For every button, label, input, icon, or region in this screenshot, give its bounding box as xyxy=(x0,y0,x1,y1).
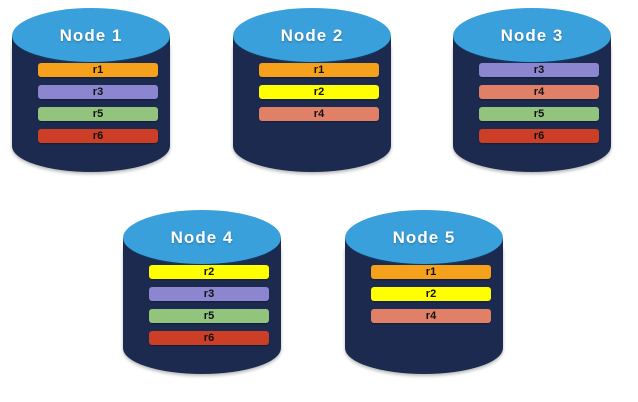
shard-label: r5 xyxy=(92,107,104,120)
shard-bar[interactable]: r6 xyxy=(38,129,158,143)
shard-bar[interactable]: r4 xyxy=(479,85,599,99)
node-cylinder-top xyxy=(453,8,611,64)
shard-bar[interactable]: r2 xyxy=(371,287,491,301)
shard-label: r2 xyxy=(203,265,215,278)
shard-label: r5 xyxy=(203,309,215,322)
node-label: Node 1 xyxy=(59,26,123,45)
shard-label: r6 xyxy=(203,331,215,344)
shard-list: r1 r2 r4 xyxy=(371,265,491,323)
shard-bar[interactable]: r1 xyxy=(371,265,491,279)
database-node-4[interactable]: Node 4 r2 r3 r5 r6 xyxy=(123,210,281,388)
shard-list: r1 r2 r4 xyxy=(259,63,379,121)
database-node-5[interactable]: Node 5 r1 r2 r4 xyxy=(345,210,503,388)
shard-label: r6 xyxy=(92,129,104,142)
shard-bar[interactable]: r3 xyxy=(479,63,599,77)
shard-label: r4 xyxy=(425,309,437,322)
shard-bar[interactable]: r3 xyxy=(149,287,269,301)
shard-bar[interactable]: r6 xyxy=(479,129,599,143)
shard-bar[interactable]: r2 xyxy=(259,85,379,99)
node-label: Node 5 xyxy=(392,228,456,247)
database-node-2[interactable]: Node 2 r1 r2 r4 xyxy=(233,8,391,186)
node-cylinder-top xyxy=(12,8,170,64)
shard-bar[interactable]: r1 xyxy=(259,63,379,77)
shard-label: r1 xyxy=(313,63,325,76)
shard-bar[interactable]: r5 xyxy=(479,107,599,121)
node-cylinder-top xyxy=(233,8,391,64)
shard-list: r2 r3 r5 r6 xyxy=(149,265,269,345)
shard-label: r3 xyxy=(92,85,104,98)
shard-label: r5 xyxy=(533,107,545,120)
shard-list: r3 r4 r5 r6 xyxy=(479,63,599,143)
shard-label: r4 xyxy=(533,85,545,98)
shard-bar[interactable]: r4 xyxy=(259,107,379,121)
shard-bar[interactable]: r5 xyxy=(149,309,269,323)
shard-bar[interactable]: r6 xyxy=(149,331,269,345)
node-label: Node 2 xyxy=(280,26,344,45)
shard-label: r4 xyxy=(313,107,325,120)
database-node-3[interactable]: Node 3 r3 r4 r5 r6 xyxy=(453,8,611,186)
shard-bar[interactable]: r1 xyxy=(38,63,158,77)
shard-bar[interactable]: r3 xyxy=(38,85,158,99)
database-node-1[interactable]: Node 1 r1 r3 r5 r6 xyxy=(12,8,170,186)
shard-label: r2 xyxy=(425,287,437,300)
shard-label: r3 xyxy=(203,287,215,300)
shard-list: r1 r3 r5 r6 xyxy=(38,63,158,143)
node-label: Node 4 xyxy=(170,228,234,247)
shard-label: r1 xyxy=(425,265,437,278)
node-label: Node 3 xyxy=(500,26,564,45)
shard-bar[interactable]: r2 xyxy=(149,265,269,279)
shard-label: r3 xyxy=(533,63,545,76)
shard-label: r2 xyxy=(313,85,325,98)
shard-bar[interactable]: r4 xyxy=(371,309,491,323)
shard-bar[interactable]: r5 xyxy=(38,107,158,121)
shard-label: r1 xyxy=(92,63,104,76)
shard-label: r6 xyxy=(533,129,545,142)
